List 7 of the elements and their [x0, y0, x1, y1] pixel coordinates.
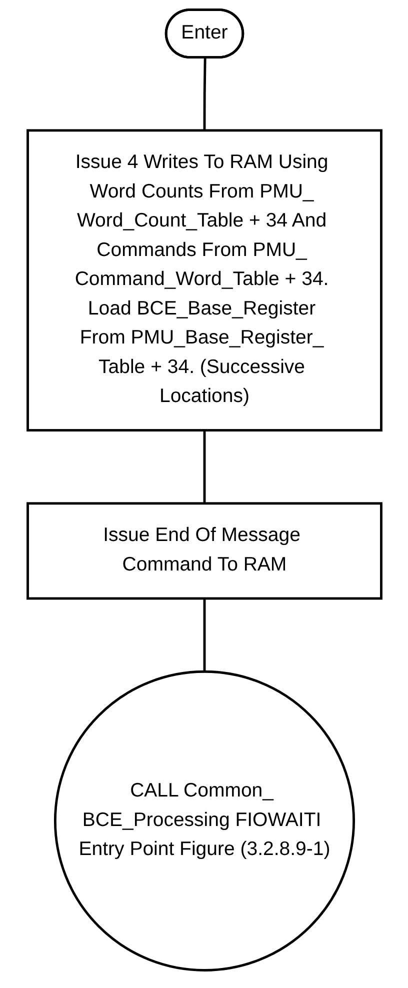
connector — [202, 430, 206, 504]
node-box — [26, 502, 382, 600]
flowchart-drawing: Enter Issue 4 Writes To RAM Using Word Counts From PMU_ Word_Count_Table + 34 And Commands From PMU_ Command_Word_Table + 34. Load BCE_Base_Register From PMU_Base_Register_ Table + 34. (Successive Locations) Issue End Of Message Command To RAM CALL Common_ BCE_Processing FIOWAITI Entry Point Figure (3.2.8.9-1) — [18, 0, 390, 980]
node-circle — [53, 670, 355, 972]
connector — [202, 598, 206, 672]
node-box — [26, 129, 382, 432]
connector — [202, 58, 206, 130]
